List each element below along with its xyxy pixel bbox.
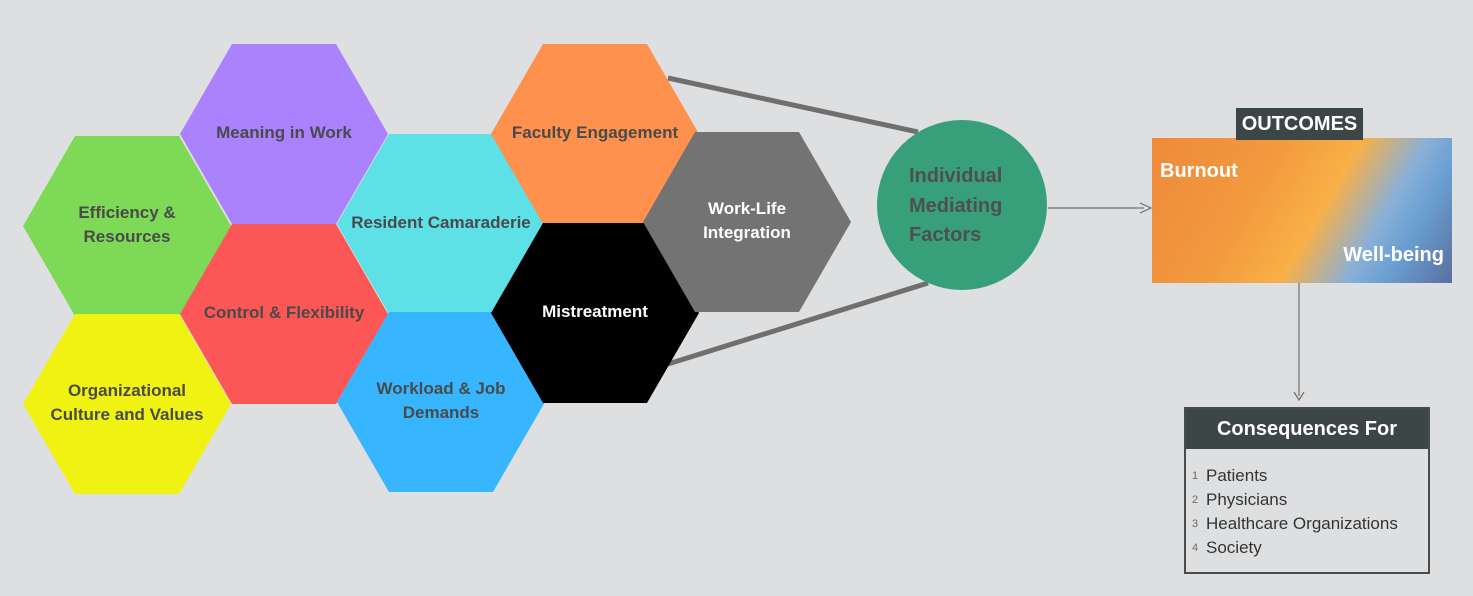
funnel-line-top — [667, 75, 919, 135]
hexagon-faculty — [491, 44, 699, 224]
list-item: 3 Healthcare Organizations — [1192, 512, 1428, 536]
list-item-label: Society — [1206, 538, 1262, 557]
list-number: 3 — [1192, 518, 1199, 530]
hexagon-label-control: Control & Flexibility — [204, 303, 365, 322]
list-number: 1 — [1192, 470, 1199, 482]
hexagon-label-meaning: Meaning in Work — [216, 123, 352, 142]
list-item: 4 Society — [1192, 536, 1428, 560]
consequences-list: 1 Patients 2 Physicians 3 Healthcare Organi… — [1186, 449, 1428, 560]
hexagon-camaraderie — [337, 134, 545, 314]
mediating-factors-circle — [877, 120, 1047, 290]
list-number: 4 — [1192, 542, 1199, 554]
hexagon-meaning — [180, 44, 388, 224]
burnout-label: Burnout — [1160, 160, 1238, 182]
list-item: 1 Patients — [1192, 464, 1428, 488]
hexagon-label-camaraderie: Resident Camaraderie — [351, 213, 531, 232]
mediating-factors-label: Individual Mediating Factors — [909, 165, 1008, 246]
hexagon-label-mistreatment: Mistreatment — [542, 302, 648, 321]
list-item-label: Patients — [1206, 466, 1268, 485]
hexagon-control — [180, 224, 388, 404]
funnel-line-bottom — [667, 280, 929, 367]
hexagon-culture — [23, 314, 231, 494]
arrow-head-icon — [1293, 391, 1305, 402]
arrow-head-icon — [1139, 202, 1153, 214]
list-item-label: Physicians — [1206, 490, 1288, 509]
list-item-label: Healthcare Organizations — [1206, 514, 1398, 533]
outcomes-gradient-box: Burnout Well-being — [1152, 138, 1452, 283]
list-item: 2 Physicians — [1192, 488, 1428, 512]
outcomes-title: OUTCOMES — [1236, 108, 1363, 140]
hexagon-label-faculty: Faculty Engagement — [512, 123, 679, 142]
hexagon-worklife — [643, 132, 851, 312]
consequences-title: Consequences For — [1186, 409, 1428, 449]
consequences-box: Consequences For 1 Patients 2 Physicians 3… — [1184, 407, 1430, 574]
list-number: 2 — [1192, 494, 1199, 506]
wellbeing-label: Well-being — [1343, 244, 1444, 266]
hexagon-label-efficiency: Efficiency &Resources — [78, 203, 175, 246]
hexagon-efficiency — [23, 136, 231, 316]
hexagon-workload — [337, 312, 545, 492]
hexagon-mistreatment — [491, 223, 699, 403]
